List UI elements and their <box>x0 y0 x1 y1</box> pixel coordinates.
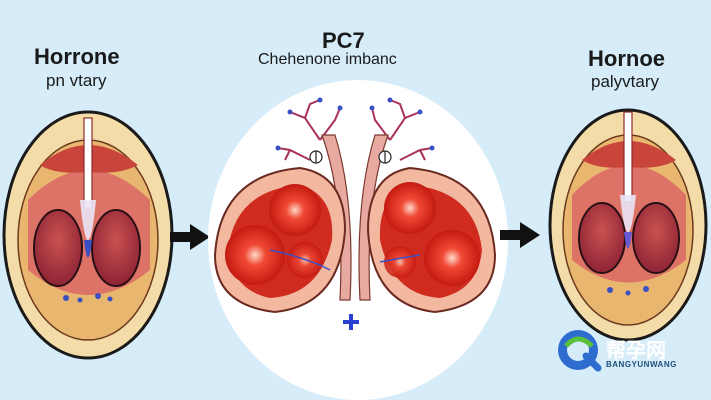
right-gland <box>548 108 708 342</box>
arrow-right-icon <box>500 222 540 248</box>
plus-icon <box>343 314 359 330</box>
left-gland <box>2 110 174 360</box>
left-vessel-tree <box>277 99 341 161</box>
logo-icon <box>558 330 602 372</box>
watermark-subtext: BANGYUNWANG <box>606 360 677 369</box>
left-panel-title: Horrone <box>34 44 120 69</box>
center-panel-title: PC7 <box>322 28 365 53</box>
center-panel-subtitle: Chehenone imbanc <box>258 51 397 68</box>
center-panel <box>208 80 508 400</box>
right-panel-subtitle: palyvtary <box>591 72 660 91</box>
arrow-right-icon <box>170 224 210 250</box>
right-panel-title: Hornoe <box>588 46 665 71</box>
watermark-text: 帮孕网 <box>606 338 666 362</box>
right-vessel-tree <box>371 99 433 161</box>
left-panel-subtitle: pn vtary <box>46 71 107 90</box>
